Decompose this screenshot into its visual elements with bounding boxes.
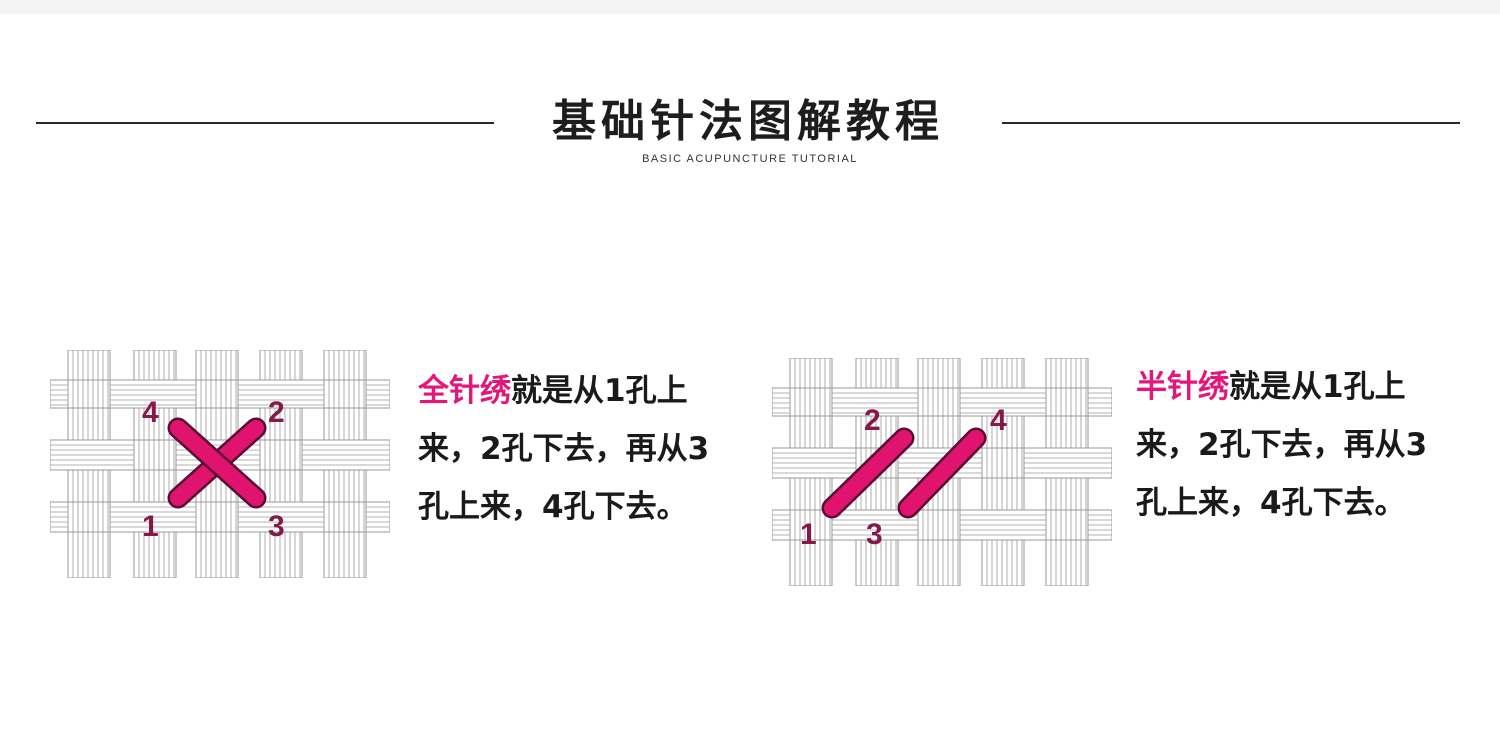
hole-label-3: 3 [268, 510, 285, 543]
half-stitch-description: 半针绣就是从1孔上来，2孔下去，再从3孔上来，4孔下去。 [1136, 358, 1446, 532]
full-stitch-term: 全针绣 [418, 373, 511, 409]
fabric-column [323, 469, 367, 503]
title-rule-right [1002, 122, 1460, 124]
fabric-column [195, 531, 239, 578]
fabric-column [917, 415, 961, 449]
half-stitch-text: 就是从1孔上来，2孔下去，再从3孔上来，4孔下去。 [1136, 369, 1428, 521]
hole-label-1: 1 [142, 510, 159, 543]
fabric-column [917, 358, 961, 389]
fabric-column [323, 531, 367, 578]
fabric-column [67, 407, 111, 441]
fabric-column [67, 350, 111, 381]
hole-label-1: 1 [800, 518, 817, 551]
fabric-column [67, 469, 111, 503]
fabric-column [789, 415, 833, 449]
stitch-threads [167, 417, 267, 509]
fabric-column [323, 350, 367, 381]
fabric-column [259, 439, 303, 471]
hole-label-3: 3 [866, 518, 883, 551]
page-title: 基础针法图解教程 [552, 96, 944, 147]
fabric-column [67, 379, 111, 409]
fabric-column [323, 501, 367, 533]
fabric-column [855, 358, 899, 389]
fabric-column [917, 539, 961, 586]
fabric-column [1045, 358, 1089, 389]
fabric-column [917, 509, 961, 541]
fabric-column [1045, 509, 1089, 541]
fabric-column [981, 477, 1025, 511]
fabric-column [323, 379, 367, 409]
full-stitch-text: 就是从1孔上来，2孔下去，再从3孔上来，4孔下去。 [418, 373, 710, 525]
fabric-column [259, 350, 303, 381]
fabric-column [1045, 477, 1089, 511]
fabric-column [789, 358, 833, 389]
fabric-column [195, 407, 239, 441]
half-stitch-term: 半针绣 [1136, 369, 1229, 405]
fabric-column [1045, 539, 1089, 586]
fabric-column [133, 350, 177, 381]
fabric-column [195, 501, 239, 533]
fabric-column [981, 539, 1025, 586]
hole-label-4: 4 [990, 404, 1007, 437]
fabric-column [323, 407, 367, 441]
fabric-column [917, 387, 961, 417]
title-rule-left [36, 122, 494, 124]
fabric-column [195, 350, 239, 381]
hole-label-2: 2 [268, 396, 285, 429]
stitch-threads [821, 427, 987, 519]
page-subtitle: BASIC ACUPUNCTURE TUTORIAL [642, 153, 858, 165]
top-strip [0, 0, 1500, 14]
fabric-column [981, 447, 1025, 479]
hole-label-2: 2 [864, 404, 881, 437]
fabric-column [67, 531, 111, 578]
fabric-column [1045, 387, 1089, 417]
fabric-column [981, 358, 1025, 389]
full-stitch-description: 全针绣就是从1孔上来，2孔下去，再从3孔上来，4孔下去。 [418, 362, 728, 536]
half-stitch-diagram: 2 4 1 3 [772, 358, 1112, 586]
fabric-weave [772, 358, 1112, 586]
full-stitch-diagram: 4 2 1 3 [50, 350, 390, 578]
fabric-column [195, 379, 239, 409]
hole-label-4: 4 [142, 396, 159, 429]
fabric-column [1045, 415, 1089, 449]
fabric-column [67, 501, 111, 533]
fabric-column [133, 439, 177, 471]
fabric-column [789, 387, 833, 417]
